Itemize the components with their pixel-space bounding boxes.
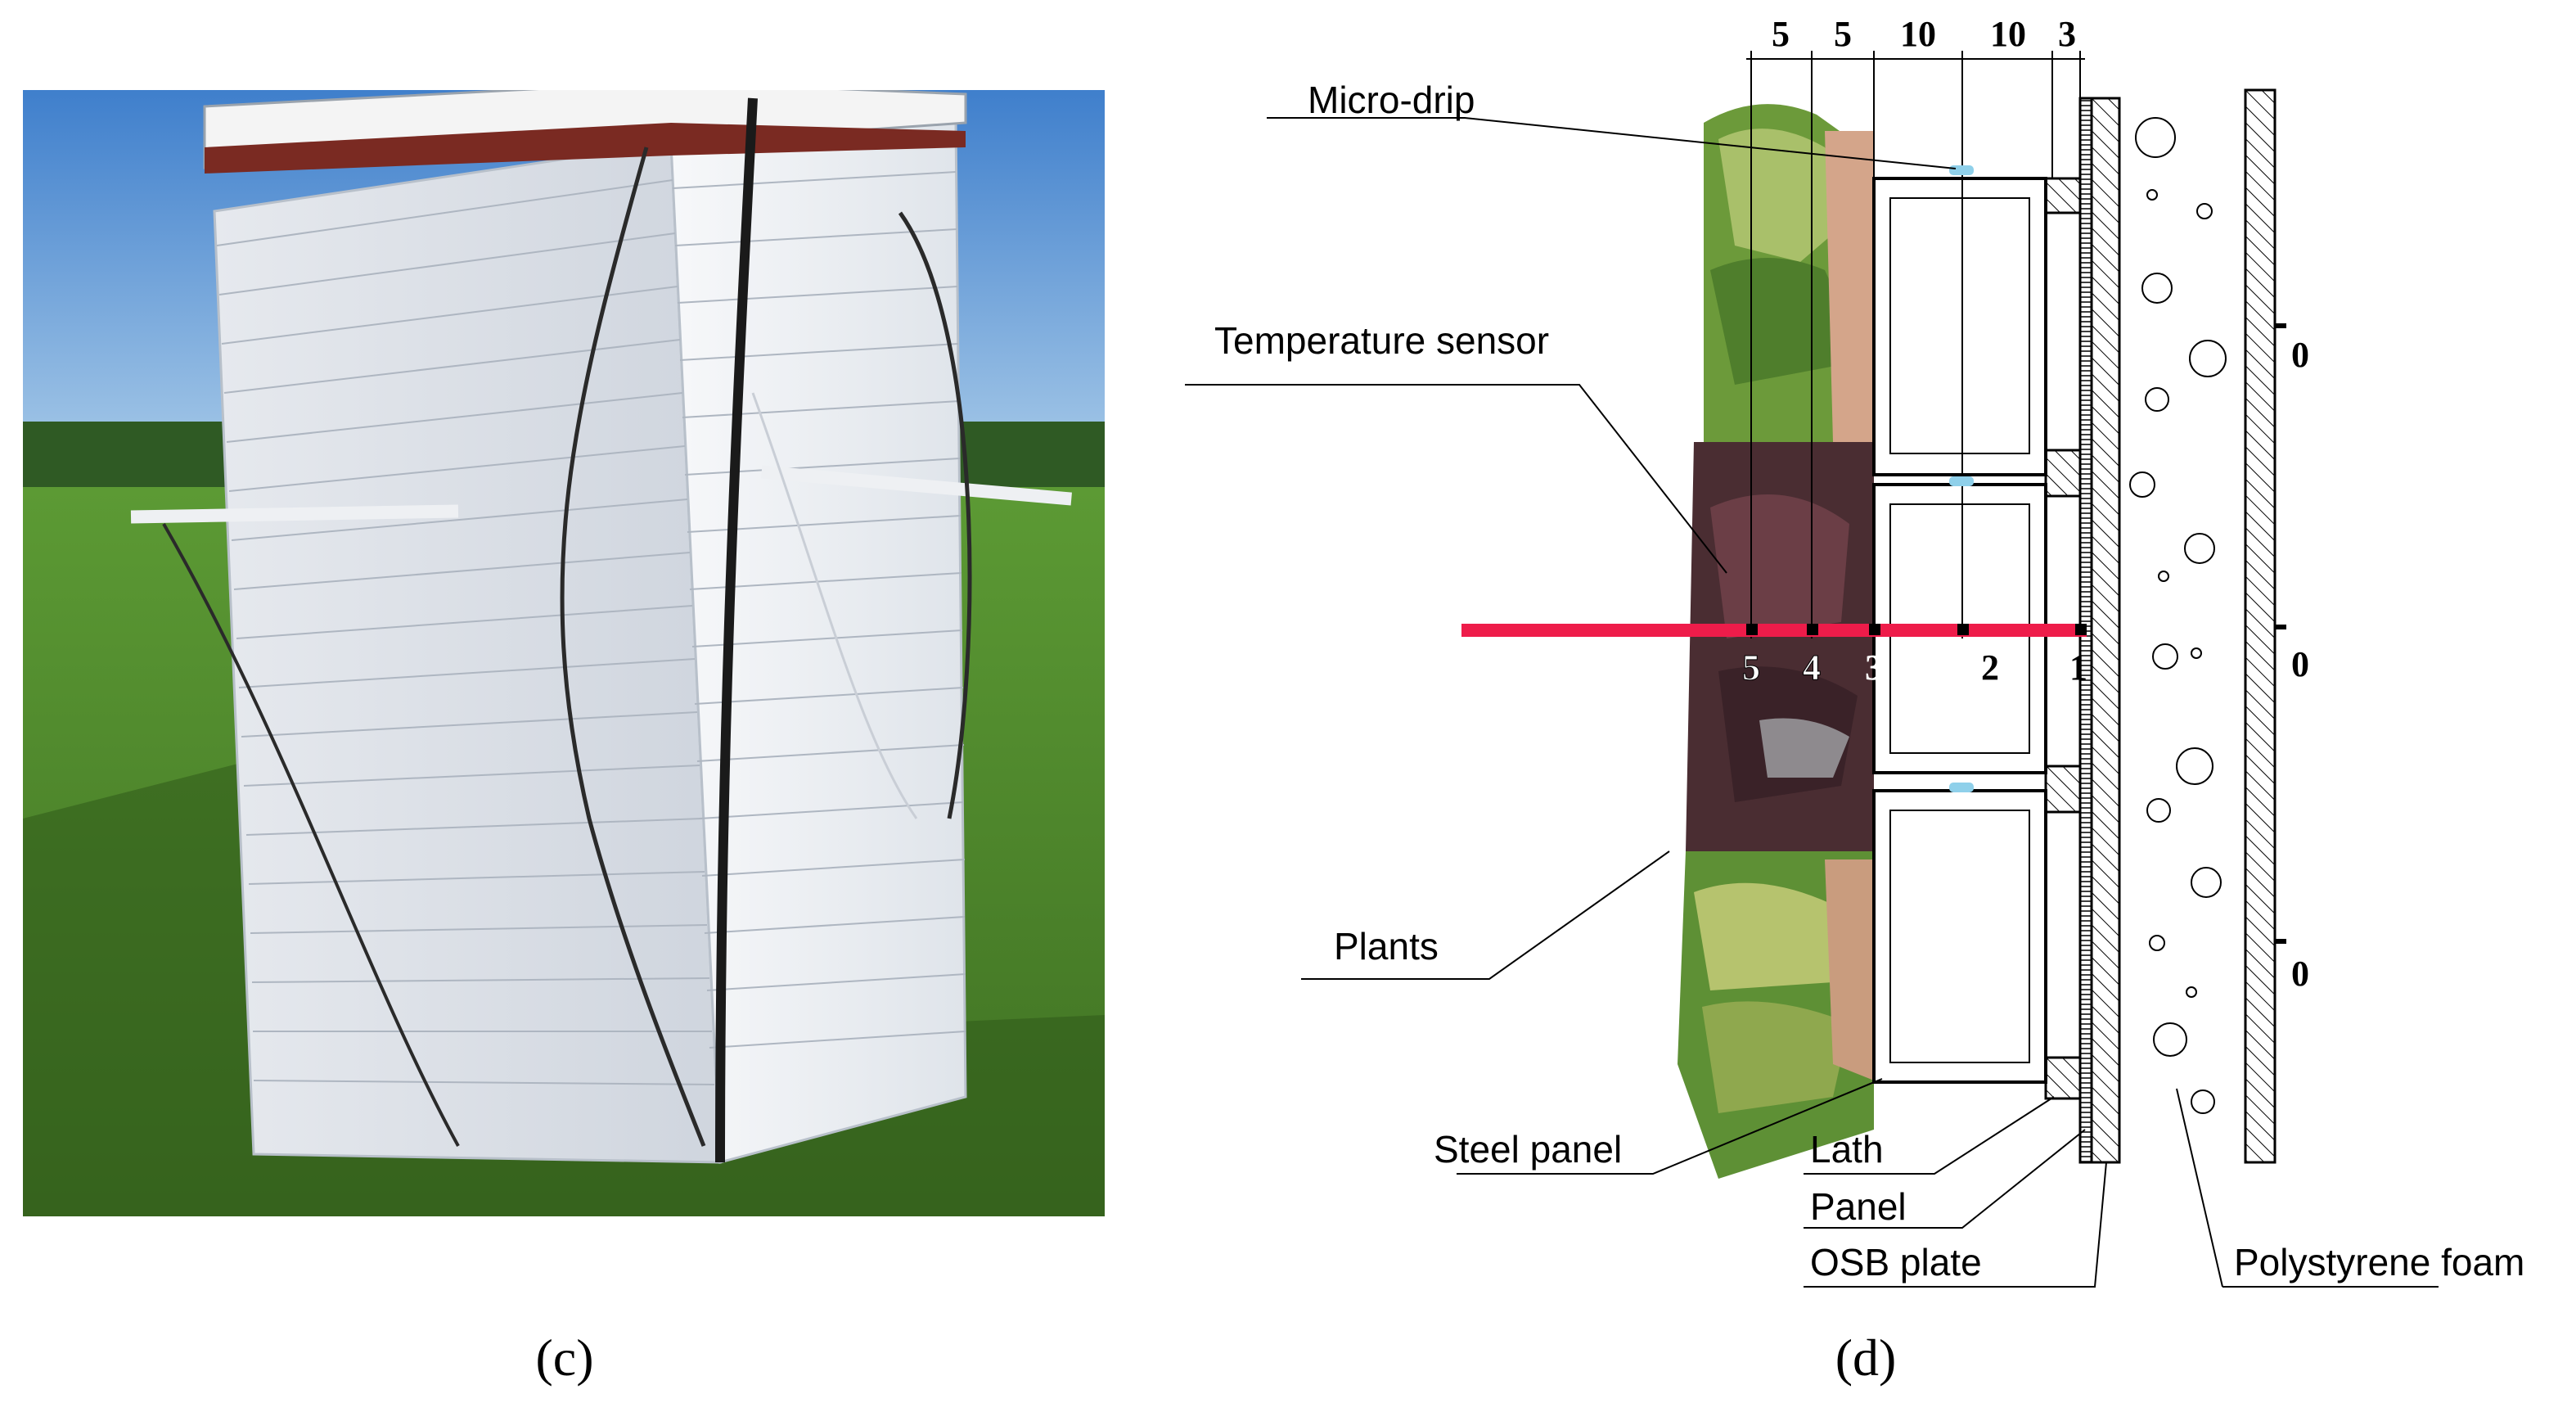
lath-blocks (2044, 177, 2082, 1100)
box-siding (216, 171, 966, 1085)
leader-lines (1185, 117, 2439, 1288)
measure-point-5: 5 (1742, 647, 1760, 688)
dimension-1: 5 (1772, 14, 1790, 54)
measure-point-1: 1 (2069, 647, 2087, 688)
caption-d: (d) (1835, 1329, 1897, 1387)
measure-point-marks (1746, 624, 2087, 635)
label-plants: Plants (1334, 925, 1439, 968)
label-panel: Panel (1810, 1185, 1907, 1228)
right-mark-3: 0 (2291, 954, 2309, 994)
dimension-2: 5 (1834, 14, 1852, 54)
caption-c: (c) (535, 1329, 593, 1387)
dimension-lines (1746, 51, 2085, 638)
box-roof-trim (205, 123, 966, 174)
polystyrene-foam (2129, 117, 2227, 1114)
label-lath: Lath (1810, 1128, 1884, 1171)
right-mark-1: 0 (2291, 335, 2309, 375)
steel-panel-module-1 (1872, 177, 2047, 476)
dimension-3: 10 (1900, 14, 1936, 54)
micro-drip-markers (1949, 165, 1974, 792)
sensor-arm-right (761, 465, 1072, 506)
box-front-face (213, 142, 722, 1164)
dimension-4: 10 (1990, 14, 2026, 54)
plants-layer (1678, 104, 1874, 1179)
sensor-arm-left (130, 504, 459, 524)
cable-side-2 (751, 392, 918, 819)
box-side-face (669, 121, 967, 1164)
label-micro-drip: Micro-drip (1308, 79, 1475, 121)
dimension-5: 3 (2058, 14, 2076, 54)
osb-plate (2090, 97, 2121, 1164)
measure-point-3: 3 (1865, 647, 1883, 688)
measure-point-4: 4 (1803, 647, 1821, 688)
cable-front (560, 147, 706, 1147)
cable-side (898, 211, 972, 819)
photo-test-box (23, 90, 1105, 1216)
label-temperature-sensor: Temperature sensor (1214, 319, 1549, 362)
label-osb-plate: OSB plate (1810, 1241, 1982, 1283)
label-polystyrene-foam: Polystyrene foam (2234, 1241, 2524, 1283)
right-mark-2: 0 (2291, 644, 2309, 684)
measure-point-2: 2 (1981, 647, 1999, 688)
outer-wall (2244, 88, 2277, 1164)
cable-loop (162, 523, 460, 1147)
cable-main (715, 97, 758, 1163)
label-steel-panel: Steel panel (1434, 1128, 1622, 1171)
wall-section-diagram: 0 0 0 5 5 10 10 3 (1185, 14, 2524, 1288)
steel-panel-module-3 (1872, 789, 2047, 1084)
